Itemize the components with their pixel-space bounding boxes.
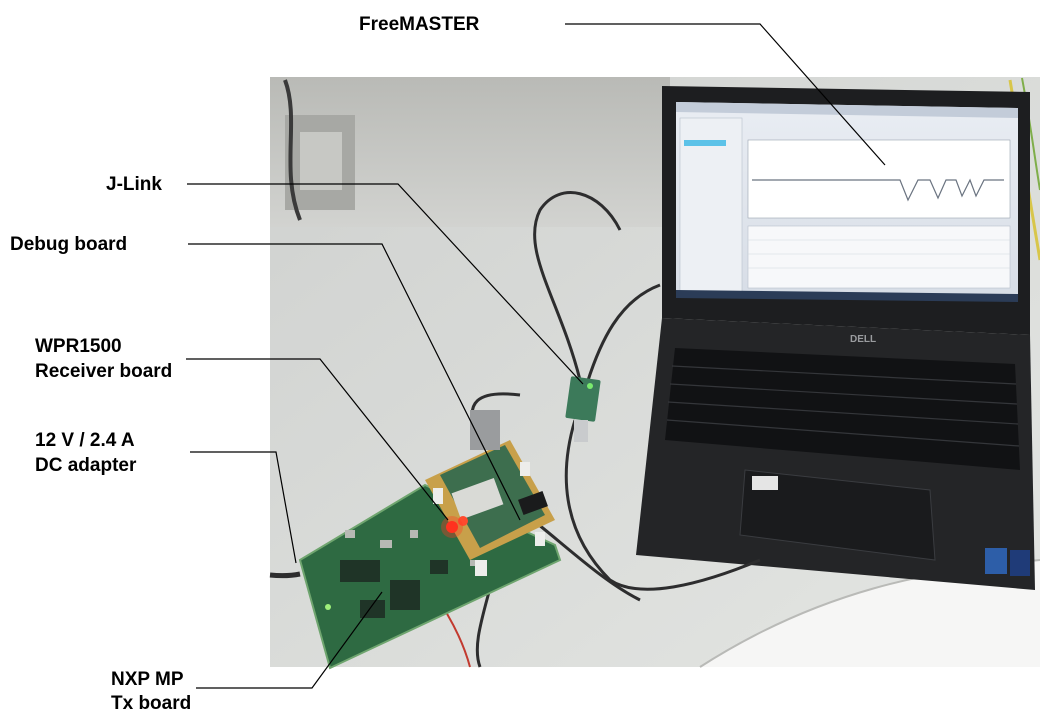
- receiver-board: [425, 410, 555, 576]
- label-tx-line1: NXP MP: [111, 669, 184, 690]
- laptop: DELL: [636, 86, 1035, 590]
- label-freemaster: FreeMASTER: [359, 14, 480, 35]
- label-receiver-line2: Receiver board: [35, 361, 173, 382]
- laptop-brand-logo: DELL: [850, 334, 876, 345]
- jlink-device: [565, 376, 601, 442]
- leader-debug-board: [188, 243, 521, 521]
- label-adapter-line1: 12 V / 2.4 A: [35, 430, 135, 451]
- leader-freemaster: [565, 23, 886, 166]
- label-adapter-line2: DC adapter: [35, 455, 137, 476]
- label-debug-board: Debug board: [10, 234, 128, 255]
- leader-tx-board: [196, 591, 383, 689]
- leader-jlink: [187, 183, 584, 385]
- label-jlink: J-Link: [106, 174, 162, 195]
- leader-receiver-board: [186, 358, 449, 521]
- label-tx-line2: Tx board: [111, 693, 192, 714]
- leader-dc-adapter: [190, 451, 297, 564]
- leader-lines: [186, 23, 886, 689]
- label-receiver-line1: WPR1500: [35, 336, 122, 357]
